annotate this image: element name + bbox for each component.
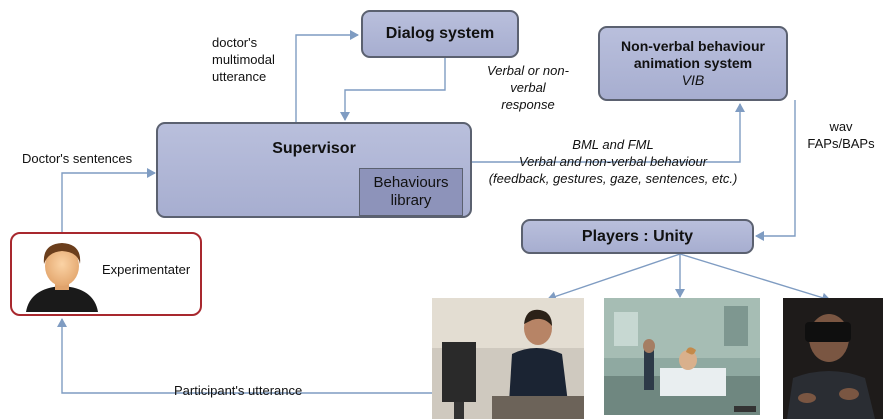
experimenter-label: Experimentater — [102, 262, 191, 277]
arrow-participant-to-experimenter — [57, 318, 432, 394]
response-line1: Verbal or non- — [487, 63, 569, 78]
arrow-supervisor-to-nvb — [472, 103, 745, 163]
doctor-multimodal-label: doctor's multimodal utterance — [212, 34, 275, 85]
experimenter-box: Experimentater — [10, 232, 202, 316]
doctor-sentences-label: Doctor's sentences — [22, 151, 133, 166]
nvb-title-line2: animation system — [633, 55, 753, 71]
vr-headset-user-photo — [783, 298, 883, 419]
wav-line: wav — [829, 119, 853, 134]
participant-utterance-label: Participant's utterance — [174, 383, 303, 398]
wav-faps-label: wav FAPs/BAPs — [804, 118, 878, 152]
arrow-players-to-image3 — [679, 253, 831, 303]
response-line3: response — [501, 97, 555, 112]
arrow-supervisor-to-dialog — [295, 30, 359, 122]
faps-line: FAPs/BAPs — [807, 136, 875, 151]
library-line2: library — [390, 192, 432, 209]
arrow-dialog-to-supervisor — [340, 58, 446, 121]
arrow-players-to-image1 — [547, 253, 681, 302]
dialog-system-title: Dialog system — [385, 25, 495, 42]
bml-line3: (feedback, gestures, gaze, sentences, et… — [488, 171, 738, 186]
response-line2: verbal — [510, 80, 546, 95]
arrow-experimenter-to-supervisor — [61, 168, 156, 232]
participant-desk-photo — [432, 298, 584, 419]
nvb-title-line1: Non-verbal behaviour — [621, 38, 765, 54]
library-line1: Behaviours — [373, 174, 449, 191]
supervisor-box: Supervisor Behaviours library — [156, 122, 472, 218]
doctor-mm-line3: utterance — [212, 69, 267, 84]
nvb-subtitle: VIB — [681, 72, 705, 88]
players-unity-box: Players : Unity — [521, 219, 754, 254]
supervisor-title: Supervisor — [272, 140, 356, 157]
verbal-response-label: Verbal or non- verbal response — [474, 62, 582, 113]
doctor-mm-line2: multimodal — [212, 52, 275, 67]
nvb-animation-box: Non-verbal behaviour animation system VI… — [598, 26, 788, 101]
players-unity-title: Players : Unity — [581, 227, 694, 245]
arrow-nvb-to-players — [755, 100, 796, 241]
bml-fml-label: BML and FML Verbal and non-verbal behavi… — [478, 136, 748, 187]
bml-line2: Verbal and non-verbal behaviour — [518, 154, 708, 169]
dialog-system-box: Dialog system — [361, 10, 519, 58]
doctor-mm-line1: doctor's — [212, 35, 258, 50]
virtual-hospital-scene — [604, 298, 760, 415]
bml-line1: BML and FML — [572, 137, 654, 152]
behaviours-library-box: Behaviours library — [359, 168, 463, 216]
person-avatar-icon — [26, 243, 98, 312]
